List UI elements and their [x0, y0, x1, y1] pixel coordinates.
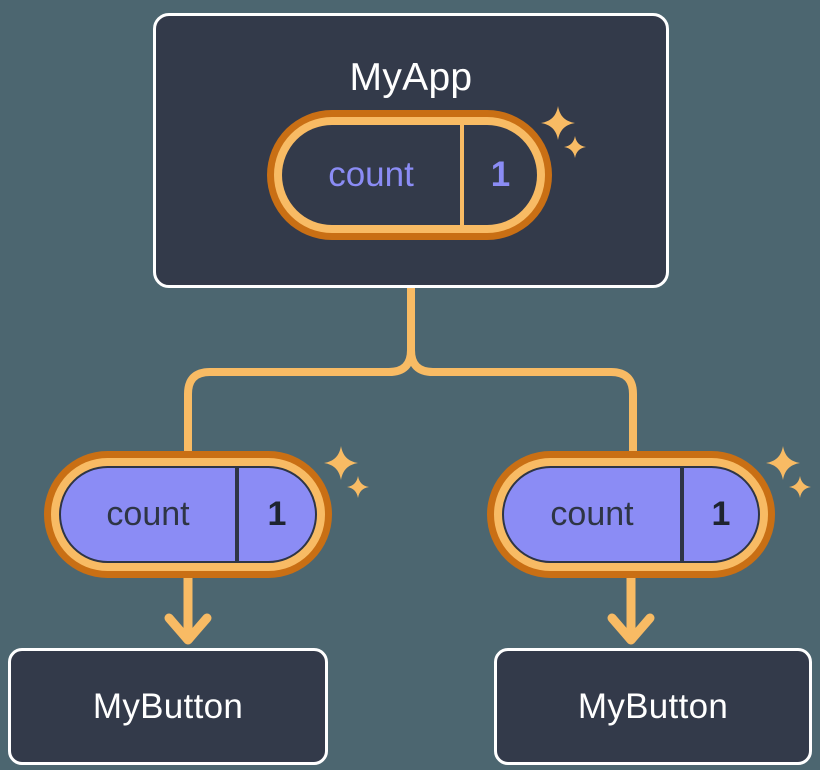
signal-value: 1: [490, 155, 511, 194]
signal-pill-root[interactable]: count 1: [267, 110, 552, 240]
connector-tree-path-right: [407, 346, 637, 456]
connector-tree-path: [184, 284, 415, 456]
node-mybutton-right[interactable]: MyButton: [494, 648, 812, 765]
signal-pill-ring: count 1: [494, 458, 768, 571]
signal-value: 1: [711, 495, 731, 533]
signal-pill-body: count 1: [59, 466, 317, 563]
arrow-head-left: [164, 613, 212, 645]
node-label: MyButton: [577, 687, 729, 726]
signal-pill-ring: count 1: [51, 458, 325, 571]
signal-pill-body: count 1: [502, 466, 760, 563]
signal-pill-branch-right[interactable]: count 1: [487, 451, 775, 578]
node-label: MyButton: [92, 687, 244, 726]
signal-name: count: [282, 125, 464, 225]
signal-value: 1: [267, 495, 287, 533]
page-title: MyApp: [349, 56, 473, 99]
signal-name: count: [504, 468, 684, 561]
signal-name: count: [61, 468, 239, 561]
signal-pill-branch-left[interactable]: count 1: [44, 451, 332, 578]
node-mybutton-left[interactable]: MyButton: [8, 648, 328, 765]
signal-pill-body: count 1: [282, 125, 537, 225]
signal-pill-ring: count 1: [274, 117, 545, 233]
arrow-head-right: [607, 613, 655, 645]
